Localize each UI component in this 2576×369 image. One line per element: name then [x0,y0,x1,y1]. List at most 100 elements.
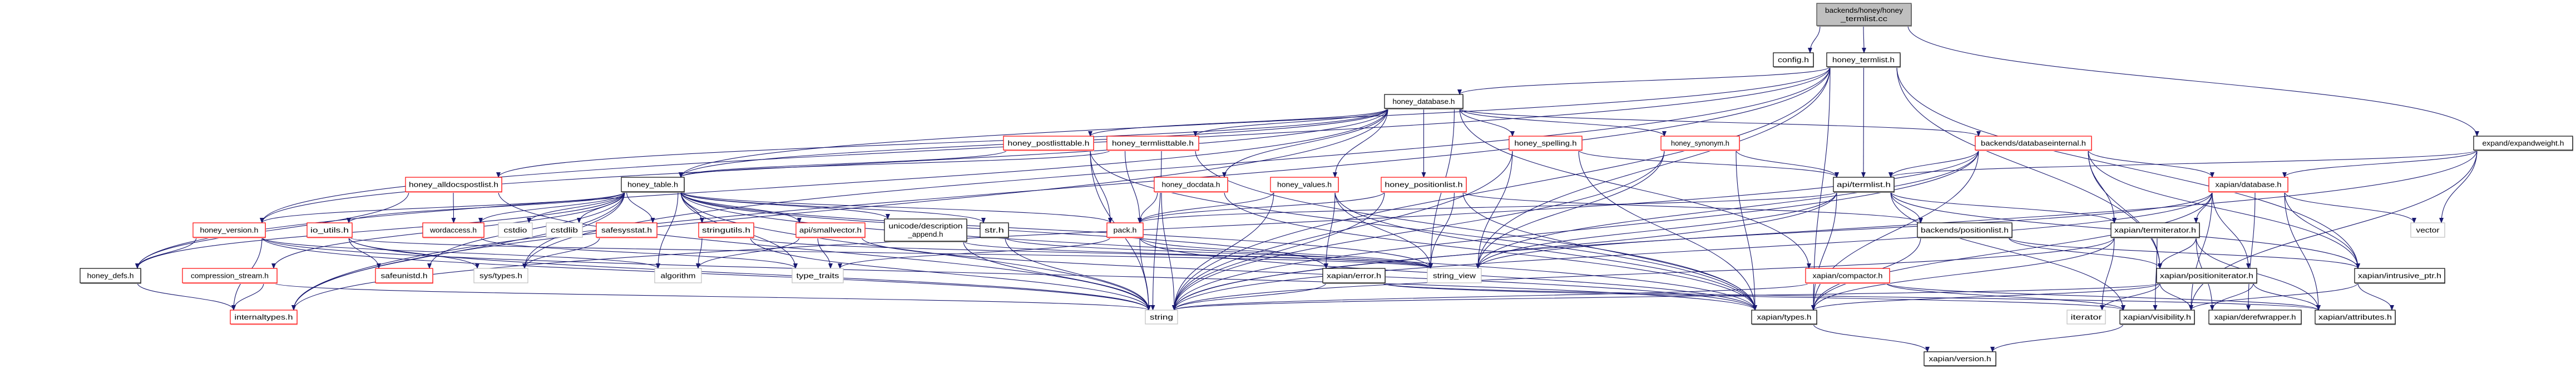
node-xapian-database-h[interactable]: xapian/database.h [2208,177,2288,193]
edge-honey-alldocspostlist-h-to-wordaccess-h [451,191,456,223]
node-box [2208,177,2288,192]
edge-xapian-positioniterator-h-to-xapian-types-h [1811,282,2160,311]
edge-xapian-compactor-h-to-string [1172,282,1809,311]
edge-honey-alldocspostlist-h-to-string [498,191,1151,311]
edge-xapian-database-h-to-xapian-attributes-h [2284,191,2321,311]
edge-honey-docdata-h-to-string [1161,191,1176,311]
node-backends-positionlist-h[interactable]: backends/positionlist.h [1917,222,2013,238]
node-unicode-description-append-h[interactable]: unicode/description_append.h [884,218,967,242]
edge-honey-table-h-to-internaltypes-h [291,191,625,311]
node-xapian-visibility-h[interactable]: xapian/visibility.h [2119,310,2195,325]
edge-honey-table-h-to-xapian-types-h [680,191,1757,311]
node-honey-alldocspostlist-h[interactable]: honey_alldocspostlist.h [405,177,502,193]
node-wordaccess-h[interactable]: wordaccess.h [422,222,484,238]
node-box [2208,310,2302,325]
node-backends-databaseinternal-h[interactable]: backends/databaseinternal.h [1975,136,2092,151]
node-expand-expandweight-h[interactable]: expand/expandweight.h [2473,136,2573,151]
node-pack-h[interactable]: pack.h [1106,222,1144,238]
node-box [621,177,685,192]
node-label: xapian/derefwrapper.h [2214,313,2296,321]
node-xapian-error-h[interactable]: xapian/error.h [1322,268,1386,284]
edge-xapian-termiterator-h-to-xapian-visibility-h [2153,237,2158,311]
edge-xapian-database-h-to-xapian-types-h [1811,191,2213,311]
nodes-layer: backends/honey/honey_termlist.cc config.h… [80,3,2573,367]
node-honey-values-h[interactable]: honey_values.h [1270,177,1339,193]
edge-backends-databaseinternal-h-to-api-termlist-h [1888,149,1979,178]
node-xapian-types-h[interactable]: xapian/types.h [1751,310,1817,325]
edge-api-smallvector-h-to-type-traits [817,237,833,269]
edge-xapian-error-h-to-xapian-attributes-h [1381,282,2321,311]
node-box [1145,310,1178,325]
edge-honey-table-h-to-wordaccess-h [478,191,625,223]
node-config-h[interactable]: config.h [1773,52,1814,68]
node-backends-honey-honey-termlist-cc[interactable]: backends/honey/honey_termlist.cc [1816,3,1912,27]
node-honey-defs-h[interactable]: honey_defs.h [80,268,141,284]
node-label: unicode/description [889,222,963,230]
node-box [2119,310,2195,325]
node-honey-database-h[interactable]: honey_database.h [1384,94,1463,109]
edge-xapian-termiterator-h-to-xapian-positioniterator-h [2158,237,2197,269]
edge-compression-stream-h-to-internaltypes-h [231,282,264,311]
node-sys-types-h: sys/types.h [473,268,528,283]
edge-xapian-termiterator-h-to-string [1172,237,2115,311]
node-api-smallvector-h[interactable]: api/smallvector.h [795,222,866,238]
node-honey-version-h[interactable]: honey_version.h [192,222,266,238]
node-internaltypes-h[interactable]: internaltypes.h [230,310,298,325]
node-box [2410,222,2445,238]
edge-io-utils-h-to-string-view [348,237,1433,269]
node-label: string [1150,313,1173,321]
node-xapian-intrusive-ptr-h[interactable]: xapian/intrusive_ptr.h [2354,268,2445,284]
node-xapian-derefwrapper-h[interactable]: xapian/derefwrapper.h [2208,310,2302,325]
edge-honey-database-h-to-honey-docdata-h [1222,108,1388,178]
node-xapian-version-h[interactable]: xapian/version.h [1924,351,1996,367]
node-box [1917,222,2013,238]
node-xapian-termiterator-h[interactable]: xapian/termiterator.h [2110,222,2200,238]
edge-honey-alldocspostlist-h-to-honey-defs-h [135,191,409,269]
node-xapian-compactor-h[interactable]: xapian/compactor.h [1805,268,1890,284]
edge-api-termlist-h-to-string-view [1476,191,1837,269]
node-xapian-positioniterator-h[interactable]: xapian/positioniterator.h [2156,268,2257,284]
node-honey-docdata-h[interactable]: honey_docdata.h [1154,177,1228,193]
edge-honey-table-h-to-string-view [680,191,1433,269]
node-stringutils-h[interactable]: stringutils.h [698,222,754,238]
node-compression-stream-h[interactable]: compression_stream.h [182,268,278,284]
node-box [1833,177,1895,192]
edge-xapian-positioniterator-h-to-iterator [2100,282,2160,311]
node-xapian-attributes-h[interactable]: xapian/attributes.h [2315,310,2396,325]
node-honey-spelling-h[interactable]: honey_spelling.h [1509,136,1583,151]
node-box [80,268,141,283]
edge-xapian-error-h-to-xapian-visibility-h [1381,282,2125,311]
node-io-utils-h[interactable]: io_utils.h [306,222,353,238]
node-honey-termlist-h[interactable]: honey_termlist.h [1826,52,1901,68]
edge-honey-table-h-to-pack-h [680,191,1113,223]
node-str-h[interactable]: str.h [980,222,1009,238]
node-honey-positionlist-h[interactable]: honey_positionlist.h [1381,177,1467,193]
edge-honey-table-h-to-honey-version-h [260,191,625,223]
node-safeunistd-h[interactable]: safeunistd.h [375,268,433,284]
node-label: safesysstat.h [601,226,652,235]
node-honey-postlisttable-h[interactable]: honey_postlisttable.h [1003,136,1094,151]
node-label: cstdlib [551,226,578,235]
node-type-traits: type_traits [792,268,844,283]
node-label: config.h [1778,56,1809,64]
edge-xapian-intrusive-ptr-h-to-xapian-visibility-h [2189,282,2359,311]
edge-honey-positionlist-h-to-string-view [1428,191,1455,269]
edge-honey-termlisttable-h-to-xapian-types-h [1195,149,1757,311]
edge-xapian-database-h-to-xapian-positioniterator-h [2212,191,2251,269]
edge-stringutils-h-to-string [750,237,1151,311]
node-safesysstat-h[interactable]: safesysstat.h [596,222,657,238]
node-label: expand/expandweight.h [2483,139,2564,147]
node-api-termlist-h[interactable]: api/termlist.h [1833,177,1895,193]
node-label: honey_termlist.h [1832,56,1895,64]
node-honey-synonym-h[interactable]: honey_synonym.h [1660,136,1740,151]
node-box [422,222,484,238]
node-honey-table-h[interactable]: honey_table.h [621,177,685,193]
node-label: pack.h [1114,226,1137,235]
edge-backends-databaseinternal-h-to-string [1172,149,1979,311]
edge-backends-databaseinternal-h-to-xapian-positioniterator-h [2088,149,2162,269]
edge-honey-table-h-to-honey-defs-h [135,191,625,269]
node-honey-termlisttable-h[interactable]: honey_termlisttable.h [1106,136,1199,151]
node-label: backends/positionlist.h [1921,226,2009,235]
node-label: xapian/error.h [1327,272,1381,280]
edge-honey-table-h-to-cstdio [527,191,625,223]
